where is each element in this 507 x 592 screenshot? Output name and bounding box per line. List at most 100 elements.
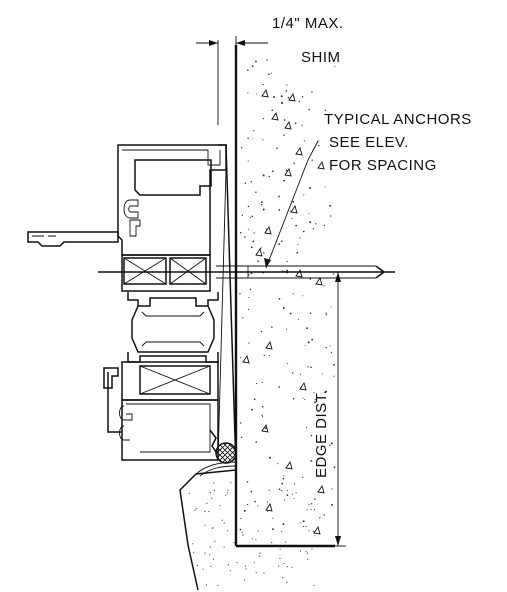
grout-speck xyxy=(245,568,247,570)
concrete-speck xyxy=(260,330,263,333)
grout-speck xyxy=(291,566,293,568)
concrete-speck xyxy=(306,427,308,429)
concrete-speck xyxy=(289,210,291,212)
concrete-speck xyxy=(313,392,315,394)
grout-speck xyxy=(188,492,190,494)
concrete-speck xyxy=(285,91,287,93)
concrete-speck xyxy=(299,373,302,375)
concrete-speck xyxy=(308,108,310,111)
grout-speck xyxy=(255,539,257,541)
grout-speck xyxy=(253,562,255,564)
grout-speck xyxy=(293,483,295,485)
concrete-speck xyxy=(297,243,299,245)
concrete-speck xyxy=(330,442,333,445)
gap-max-label: 1/4" MAX. xyxy=(272,15,344,32)
concrete-speck xyxy=(325,314,328,316)
concrete-speck xyxy=(292,293,294,295)
anchors-label-line3: FOR SPACING xyxy=(329,157,437,174)
sill-base xyxy=(179,461,316,591)
shim-label: SHIM xyxy=(301,49,341,66)
concrete-speck xyxy=(239,528,242,531)
concrete-speck xyxy=(314,535,316,537)
concrete-speck xyxy=(292,372,294,374)
concrete-speck xyxy=(325,390,328,393)
grout-speck xyxy=(263,572,265,574)
concrete-speck xyxy=(334,66,336,68)
grout-speck xyxy=(258,555,260,557)
concrete-speck xyxy=(286,494,289,496)
concrete-speck xyxy=(277,463,279,465)
grout-speck xyxy=(225,494,227,496)
concrete-speck xyxy=(246,503,249,506)
grout-speck xyxy=(202,568,204,570)
concrete-speck xyxy=(329,60,331,62)
concrete-speck xyxy=(332,273,335,275)
concrete-speck xyxy=(256,382,258,385)
concrete-speck xyxy=(302,520,305,523)
grout-speck xyxy=(229,570,231,572)
grout-speck xyxy=(223,522,225,524)
concrete-speck xyxy=(276,147,278,150)
anchor-fastener xyxy=(98,265,395,279)
grout-speck xyxy=(243,579,245,581)
concrete-speck xyxy=(253,232,255,234)
grout-speck xyxy=(259,552,261,554)
concrete-speck xyxy=(318,140,320,142)
grout-speck xyxy=(210,565,212,568)
concrete-speck xyxy=(260,246,262,248)
concrete-speck xyxy=(253,129,255,132)
concrete-speck xyxy=(302,230,305,233)
concrete-speck xyxy=(318,464,320,466)
concrete-speck xyxy=(261,201,263,204)
grout-speck xyxy=(308,530,310,532)
grout-speck xyxy=(230,482,232,484)
concrete-speck xyxy=(248,296,250,299)
concrete-speck xyxy=(247,137,249,140)
concrete-speck xyxy=(247,228,250,230)
concrete-speck xyxy=(250,490,253,493)
grout-speck xyxy=(306,509,308,511)
upper-setting-block xyxy=(123,257,207,285)
edge-dist-label: EDGE DIST. xyxy=(313,390,330,478)
concrete-speck xyxy=(263,354,266,357)
concrete-speck xyxy=(278,488,281,490)
grout-speck xyxy=(206,502,208,504)
concrete-speck xyxy=(330,351,333,354)
edge-distance-dimension xyxy=(330,272,346,547)
concrete-speck xyxy=(282,523,285,526)
concrete-speck xyxy=(261,381,263,384)
concrete-speck xyxy=(240,436,243,439)
grout-speck xyxy=(271,541,273,544)
concrete-speck xyxy=(329,204,332,207)
concrete-speck xyxy=(239,231,242,234)
concrete-speck xyxy=(268,73,270,75)
grout-speck xyxy=(313,508,316,511)
concrete-speck xyxy=(244,182,247,185)
grout-speck xyxy=(257,530,259,532)
concrete-speck xyxy=(268,354,270,356)
concrete-speck xyxy=(292,397,295,400)
grout-speck xyxy=(279,557,281,559)
grout-speck xyxy=(310,508,312,510)
concrete-speck xyxy=(302,295,304,297)
concrete-speck xyxy=(254,500,256,503)
concrete-speck xyxy=(241,214,243,216)
concrete-speck xyxy=(247,92,249,94)
grout-speck xyxy=(236,561,238,564)
concrete-speck xyxy=(286,260,288,262)
grout-speck xyxy=(284,499,286,501)
concrete-speck xyxy=(330,306,332,308)
grout-speck xyxy=(291,493,293,495)
backer-rod xyxy=(215,442,237,464)
concrete-speck xyxy=(333,466,336,469)
grout-speck xyxy=(281,577,284,579)
grout-speck xyxy=(308,504,310,506)
concrete-speck xyxy=(268,456,271,459)
grout-speck xyxy=(221,519,223,521)
concrete-speck xyxy=(283,134,285,136)
concrete-speck xyxy=(310,503,313,505)
concrete-speck xyxy=(296,251,299,254)
grout-speck xyxy=(227,489,229,491)
grout-speck xyxy=(208,510,210,513)
concrete-speck xyxy=(310,460,313,462)
